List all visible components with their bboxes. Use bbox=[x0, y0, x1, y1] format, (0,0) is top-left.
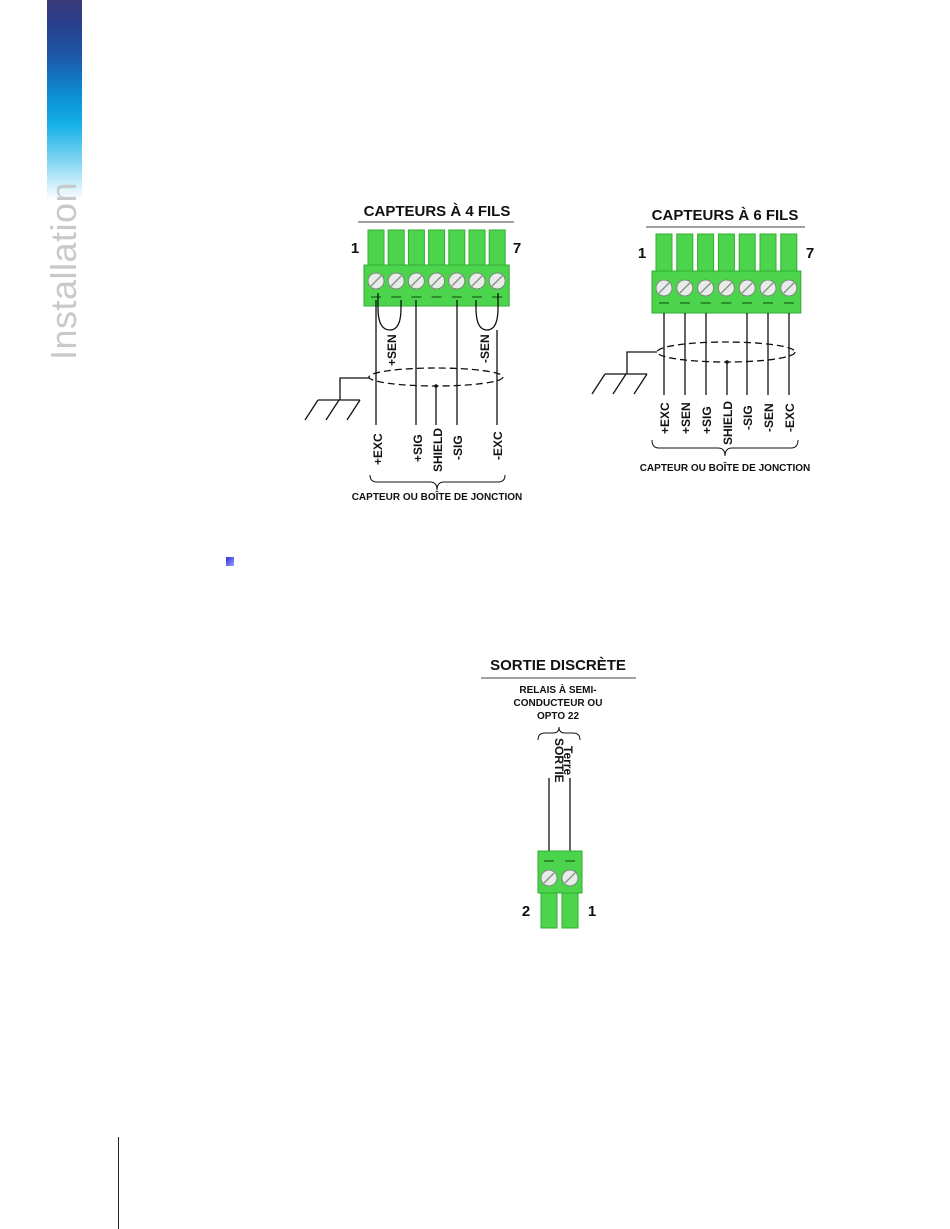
six-wire-label-6: -SEN bbox=[762, 403, 776, 432]
tb4-plug-4 bbox=[429, 230, 445, 266]
six-wire-label-1: +EXC bbox=[658, 402, 672, 434]
six-wire-label-4: SHIELD bbox=[721, 401, 735, 445]
four-wire-shield-ellipse bbox=[369, 368, 503, 386]
six-wire-terminal-block bbox=[652, 234, 801, 313]
four-wire-loop-label-1: +SEN bbox=[385, 334, 399, 366]
six-wire-diagram: CAPTEURS À 6 FILS 1 7 +EXC +SEN +SIG SHI… bbox=[592, 207, 814, 474]
four-wire-pin-7: 7 bbox=[513, 240, 521, 257]
four-wire-ground-icon bbox=[305, 378, 369, 420]
four-wire-terminal-block bbox=[364, 230, 509, 306]
tb4-plug-7 bbox=[489, 230, 505, 266]
discrete-pin-1: 1 bbox=[588, 903, 596, 920]
tb4-plug-2 bbox=[388, 230, 404, 266]
four-wire-label-4: -SIG bbox=[451, 435, 465, 460]
discrete-wire-label-2: Terre bbox=[561, 746, 575, 775]
four-wire-caption: CAPTEUR OU BOÎTE DE JONCTION bbox=[352, 490, 523, 503]
tb4-plug-5 bbox=[449, 230, 465, 266]
discrete-subtitle-line-3: OPTO 22 bbox=[537, 711, 579, 722]
tb6-plug-4 bbox=[718, 234, 734, 272]
tb6-plug-3 bbox=[698, 234, 714, 272]
tb6-plug-2 bbox=[677, 234, 693, 272]
discrete-subtitle-line-2: CONDUCTEUR OU bbox=[514, 698, 603, 709]
six-wire-label-7: -EXC bbox=[783, 403, 797, 432]
six-wire-caption: CAPTEUR OU BOÎTE DE JONCTION bbox=[640, 461, 811, 474]
tb4-plug-1 bbox=[368, 230, 384, 266]
four-wire-pin-1: 1 bbox=[351, 240, 359, 257]
discrete-terminal-block bbox=[538, 851, 582, 928]
discrete-wires bbox=[549, 778, 570, 852]
four-wire-label-1: +EXC bbox=[371, 433, 385, 465]
tb4-plug-6 bbox=[469, 230, 485, 266]
four-wire-brace bbox=[370, 475, 505, 490]
six-wire-wires bbox=[664, 313, 789, 395]
four-wire-diagram: CAPTEURS À 4 FILS 1 7 +SEN -SEN +EXC bbox=[305, 203, 522, 503]
six-wire-ground-icon bbox=[592, 352, 657, 394]
tb6-plug-1 bbox=[656, 234, 672, 272]
discrete-output-diagram: SORTIE DISCRÈTE RELAIS À SEMI- CONDUCTEU… bbox=[481, 657, 636, 928]
discrete-title: SORTIE DISCRÈTE bbox=[490, 657, 626, 674]
four-wire-label-3: SHIELD bbox=[431, 428, 445, 472]
six-wire-label-3: +SIG bbox=[700, 406, 714, 434]
four-wire-label-5: -EXC bbox=[491, 431, 505, 460]
six-wire-label-2: +SEN bbox=[679, 402, 693, 434]
four-wire-loop-label-2: -SEN bbox=[478, 334, 492, 363]
tb6-plug-5 bbox=[739, 234, 755, 272]
six-wire-label-5: -SIG bbox=[741, 405, 755, 430]
tb4-plug-3 bbox=[408, 230, 424, 266]
six-wire-pin-1: 1 bbox=[638, 245, 646, 262]
four-wire-label-2: +SIG bbox=[411, 434, 425, 462]
six-wire-shield-ellipse bbox=[657, 342, 795, 362]
discrete-subtitle-line-1: RELAIS À SEMI- bbox=[519, 683, 596, 696]
tb6-plug-6 bbox=[760, 234, 776, 272]
six-wire-title: CAPTEURS À 6 FILS bbox=[652, 207, 799, 224]
four-wire-title: CAPTEURS À 4 FILS bbox=[364, 203, 511, 220]
tb6-plug-7 bbox=[781, 234, 797, 272]
discrete-pin-2: 2 bbox=[522, 903, 530, 920]
six-wire-shield-node bbox=[725, 360, 729, 364]
six-wire-pin-7: 7 bbox=[806, 245, 814, 262]
four-wire-shield-node bbox=[434, 384, 438, 388]
